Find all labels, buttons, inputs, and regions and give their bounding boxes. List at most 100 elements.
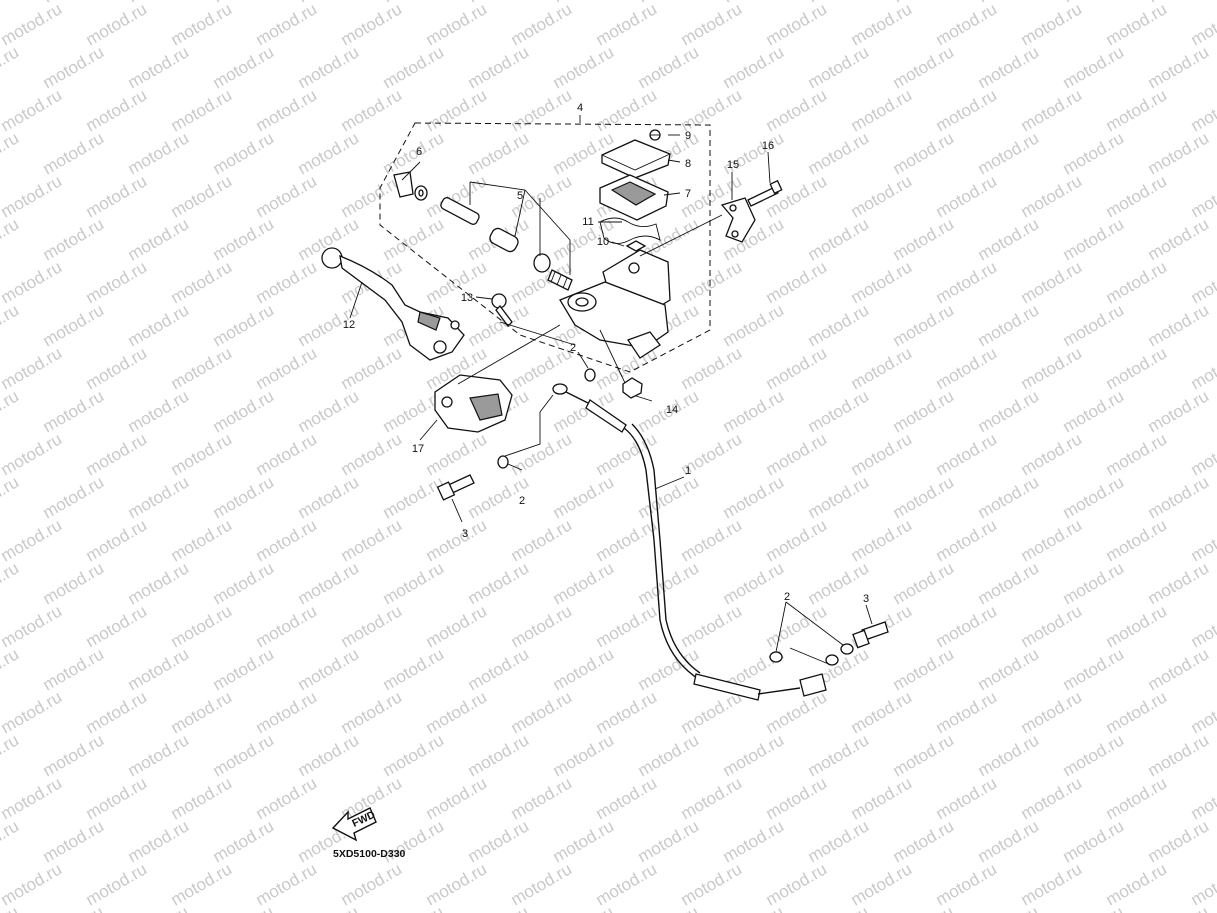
watermark-text: motod.ru: [0, 687, 65, 737]
callout-13[interactable]: 13: [461, 292, 473, 304]
watermark-text: motod.ru: [295, 386, 363, 436]
clutch-holder[interactable]: [434, 374, 513, 433]
callout-12[interactable]: 12: [343, 319, 355, 331]
bracket-bolt[interactable]: [747, 179, 783, 207]
callout-2-b[interactable]: 2: [519, 495, 525, 507]
watermark-text: motod.ru: [125, 42, 193, 92]
watermark-text: motod.ru: [593, 773, 661, 823]
watermark-text: motod.ru: [1145, 816, 1213, 866]
watermark-text: motod.ru: [40, 558, 108, 608]
dust-boot[interactable]: [393, 171, 428, 201]
watermark-text: motod.ru: [338, 85, 406, 135]
diagram-code: 5XD5100-D330: [333, 848, 406, 860]
watermark-text: motod.ru: [253, 859, 321, 909]
watermark-text: motod.ru: [1103, 85, 1171, 135]
watermark-text: motod.ru: [635, 730, 703, 780]
watermark-text: motod.ru: [805, 128, 873, 178]
watermark-text: motod.ru: [40, 42, 108, 92]
callout-4[interactable]: 4: [577, 102, 583, 114]
callout-1[interactable]: 1: [685, 465, 691, 477]
watermark-text: motod.ru: [763, 515, 831, 565]
callout-7[interactable]: 7: [685, 188, 691, 200]
watermark-text: motod.ru: [635, 816, 703, 866]
watermark-text: motod.ru: [295, 42, 363, 92]
clutch-lever[interactable]: [321, 247, 465, 361]
watermark-text: motod.ru: [508, 859, 576, 909]
watermark-text: motod.ru: [295, 730, 363, 780]
watermark-text: motod.ru: [168, 515, 236, 565]
reservoir-cap[interactable]: [601, 139, 671, 179]
cap-screw[interactable]: [649, 129, 661, 141]
watermark-text: motod.ru: [125, 386, 193, 436]
watermark-text: motod.ru: [848, 859, 916, 909]
watermark-text: motod.ru: [168, 859, 236, 909]
watermark-text: motod.ru: [678, 343, 746, 393]
watermark-text: motod.ru: [1018, 429, 1086, 479]
callout-3-a[interactable]: 3: [462, 528, 468, 540]
pivot-bolt[interactable]: [491, 293, 513, 327]
watermark-text: motod.ru: [210, 816, 278, 866]
watermark-text: motod.ru: [1018, 859, 1086, 909]
callout-10[interactable]: 10: [597, 236, 609, 248]
callout-11[interactable]: 11: [582, 216, 593, 228]
banjo-bolt-lower[interactable]: [852, 621, 889, 649]
watermark-text: motod.ru: [890, 42, 958, 92]
callout-8[interactable]: 8: [685, 158, 691, 170]
watermark-text: motod.ru: [933, 343, 1001, 393]
watermark-text: motod.ru: [40, 214, 108, 264]
watermark-text: motod.ru: [253, 773, 321, 823]
watermark-text: motod.ru: [168, 687, 236, 737]
gasket-3[interactable]: [769, 651, 783, 663]
watermark-text: motod.ru: [168, 257, 236, 307]
callout-17[interactable]: 17: [412, 443, 424, 455]
watermark-text: motod.ru: [635, 472, 703, 522]
watermark-text: motod.ru: [0, 730, 22, 780]
watermark-text: motod.ru: [890, 472, 958, 522]
master-cylinder-bracket[interactable]: [720, 197, 756, 243]
watermark-text: motod.ru: [423, 0, 491, 49]
watermark-text: motod.ru: [508, 687, 576, 737]
watermark-text: motod.ru: [83, 85, 151, 135]
watermark-text: motod.ru: [805, 816, 873, 866]
watermark-text: motod.ru: [125, 214, 193, 264]
watermark-text: motod.ru: [168, 601, 236, 651]
watermark-text: motod.ru: [720, 472, 788, 522]
watermark-text: motod.ru: [763, 257, 831, 307]
callout-3-b[interactable]: 3: [863, 593, 869, 605]
protector-plate[interactable]: [625, 240, 647, 252]
watermark-text: motod.ru: [975, 42, 1043, 92]
callout-14[interactable]: 14: [666, 404, 678, 416]
watermark-text: motod.ru: [1018, 773, 1086, 823]
watermark-text: motod.ru: [210, 42, 278, 92]
watermark-text: motod.ru: [848, 85, 916, 135]
callout-9[interactable]: 9: [685, 130, 691, 142]
watermark-text: motod.ru: [1060, 214, 1128, 264]
watermark-text: motod.ru: [338, 515, 406, 565]
diaphragm[interactable]: [599, 217, 661, 244]
watermark-text: motod.ru: [975, 214, 1043, 264]
diaphragm-plate[interactable]: [599, 174, 669, 221]
callout-16[interactable]: 16: [762, 140, 774, 152]
callout-5[interactable]: 5: [517, 190, 523, 202]
watermark-text: motod.ru: [508, 85, 576, 135]
gasket-1[interactable]: [584, 368, 596, 382]
callout-2-a[interactable]: 2: [570, 342, 576, 354]
watermark-text: motod.ru: [210, 472, 278, 522]
watermark-text: motod.ru: [1103, 343, 1171, 393]
callout-2-c[interactable]: 2: [784, 591, 790, 603]
callout-6[interactable]: 6: [416, 146, 422, 158]
clutch-hose[interactable]: [552, 383, 839, 701]
master-cylinder-body[interactable]: [559, 249, 671, 359]
callout-15[interactable]: 15: [727, 159, 739, 171]
watermark-text: motod.ru: [848, 515, 916, 565]
banjo-bolt-upper[interactable]: [436, 474, 475, 501]
watermark-text: motod.ru: [338, 859, 406, 909]
gasket-4[interactable]: [840, 643, 854, 655]
piston-kit[interactable]: [440, 196, 573, 291]
gasket-2[interactable]: [497, 455, 509, 469]
watermark-text: motod.ru: [1145, 386, 1213, 436]
pivot-nut[interactable]: [622, 377, 643, 399]
watermark-text: motod.ru: [40, 644, 108, 694]
watermark-text: motod.ru: [0, 515, 65, 565]
watermark-text: motod.ru: [338, 343, 406, 393]
